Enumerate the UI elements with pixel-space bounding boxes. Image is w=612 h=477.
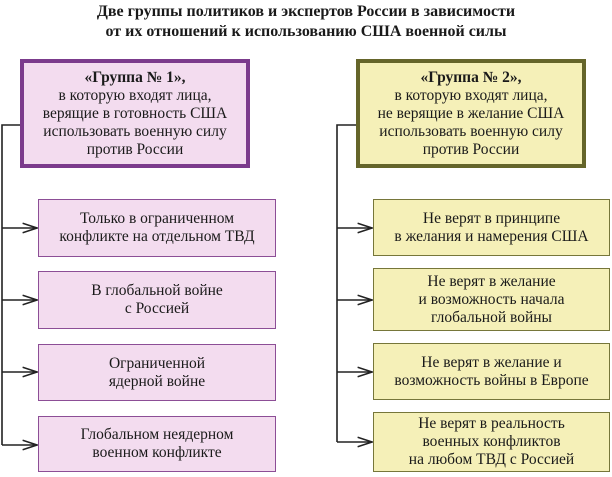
group1-item-2: В глобальной войне с Россией xyxy=(38,271,276,329)
item-line: Не верят в желание и xyxy=(421,353,562,371)
group1-line: в которую входят лица, xyxy=(58,86,212,104)
item-line: глобальной войны xyxy=(431,308,552,326)
title-line-1: Две группы политиков и экспертов России … xyxy=(96,3,516,20)
item-line: на любом ТВД с Россией xyxy=(408,451,575,468)
item-line: Только в ограниченном xyxy=(79,210,235,227)
item-line: Глобальном неядерном xyxy=(80,426,234,443)
group1-item-3: Ограниченной ядерной войне xyxy=(38,344,276,401)
group1-item-1: Только в ограниченном конфликте на отдел… xyxy=(38,199,276,257)
group1-line: против России xyxy=(86,140,184,158)
item-line: военном конфликте xyxy=(92,444,222,461)
group2-line: не верящие в желание США xyxy=(377,104,565,122)
item-line: и возможность начала xyxy=(418,290,565,308)
item-line: Ограниченной xyxy=(108,354,206,372)
group2-trunk-line xyxy=(336,124,356,442)
group2-line: использовать военную силу xyxy=(379,122,563,140)
item-line: В глобальной войне xyxy=(91,282,223,299)
title-line-2: от их отношений к использованию США воен… xyxy=(105,23,507,40)
group2-item-2: Не верят в желание и возможность начала … xyxy=(373,268,610,331)
item-line: Не верят в желание xyxy=(427,272,556,290)
group2-item-3: Не верят в желание и возможность войны в… xyxy=(373,343,610,400)
item-line: Не верят в реальность xyxy=(418,415,565,432)
group1-heading: «Группа № 1», xyxy=(84,68,186,86)
group2-line: против России xyxy=(422,140,520,158)
group2-item-1: Не верят в принципе в желания и намерени… xyxy=(373,199,610,256)
item-line: конфликте на отдельном ТВД xyxy=(59,228,255,245)
group1-trunk-line xyxy=(1,124,20,445)
item-line: в желания и намерения США xyxy=(394,227,589,245)
group2-item-4: Не верят в реальность военных конфликтов… xyxy=(373,412,610,472)
group1-line: использовать военную силу xyxy=(43,122,227,140)
group2-line: в которую входят лица, xyxy=(394,86,548,104)
diagram-title: Две группы политиков и экспертов России … xyxy=(0,2,612,42)
group1-item-4: Глобальном неядерном военном конфликте xyxy=(38,416,276,472)
item-line: с Россией xyxy=(124,300,190,317)
group1-box: «Группа № 1», в которую входят лица, вер… xyxy=(20,59,250,168)
group2-heading: «Группа № 2», xyxy=(420,68,522,86)
group2-box: «Группа № 2», в которую входят лица, не … xyxy=(356,59,586,168)
item-line: Не верят в принципе xyxy=(422,209,561,227)
item-line: военных конфликтов xyxy=(422,433,561,450)
group1-line: верящие в готовность США xyxy=(42,104,228,122)
item-line: возможность войны в Европе xyxy=(394,371,589,389)
item-line: ядерной войне xyxy=(108,372,206,390)
